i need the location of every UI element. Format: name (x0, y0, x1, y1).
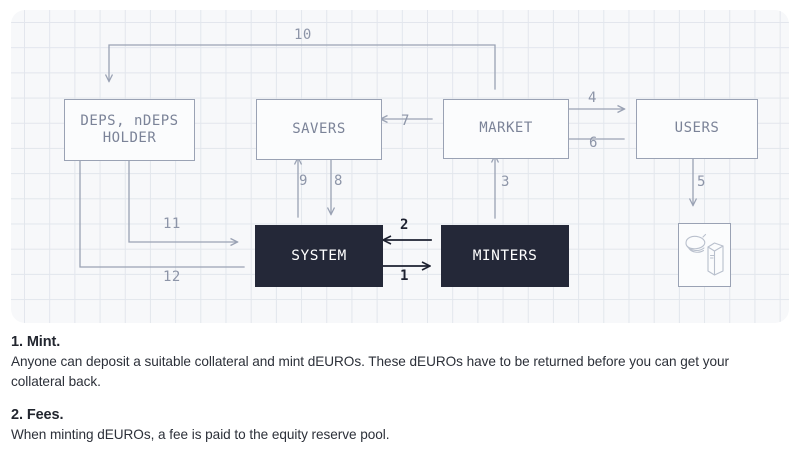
section-title: 1. Mint. (11, 334, 61, 350)
description-section: 2. Fees. When minting dEUROs, a fee is p… (11, 407, 783, 445)
section-body: Anyone can deposit a suitable collateral… (11, 354, 729, 390)
arrow-label-8: 8 (334, 173, 343, 189)
arrow-label-5: 5 (697, 174, 706, 190)
arrow-label-10: 10 (294, 27, 312, 43)
node-deps-ndeps-holder[interactable]: DEPS, nDEPS HOLDER (64, 99, 195, 161)
node-groceries[interactable] (678, 223, 731, 287)
node-minters[interactable]: MINTERS (441, 225, 569, 287)
groceries-icon (684, 233, 724, 276)
description-section: 1. Mint. Anyone can deposit a suitable c… (11, 334, 783, 393)
node-users[interactable]: USERS (636, 99, 758, 159)
arrow-label-11: 11 (163, 216, 181, 232)
section-body: When minting dEUROs, a fee is paid to th… (11, 426, 390, 442)
diagram-panel: DEPS, nDEPS HOLDER SAVERS MARKET USERS S… (11, 10, 789, 323)
arrow-12 (80, 154, 245, 268)
arrow-label-1: 1 (400, 268, 409, 284)
arrow-11 (128, 151, 237, 242)
diagram-connectors (11, 44, 789, 323)
node-market[interactable]: MARKET (443, 99, 569, 159)
arrow-label-2: 2 (400, 217, 409, 233)
description-list: 1. Mint. Anyone can deposit a suitable c… (11, 334, 783, 445)
arrow-label-9: 9 (299, 173, 308, 189)
arrow-label-7: 7 (401, 113, 410, 129)
arrow-10 (109, 44, 496, 90)
arrow-label-3: 3 (501, 174, 510, 190)
arrow-label-4: 4 (588, 90, 597, 106)
node-system[interactable]: SYSTEM (255, 225, 383, 287)
arrow-label-12: 12 (163, 269, 181, 285)
section-title: 2. Fees. (11, 406, 64, 423)
arrow-label-6: 6 (589, 135, 598, 151)
node-savers[interactable]: SAVERS (256, 99, 382, 160)
